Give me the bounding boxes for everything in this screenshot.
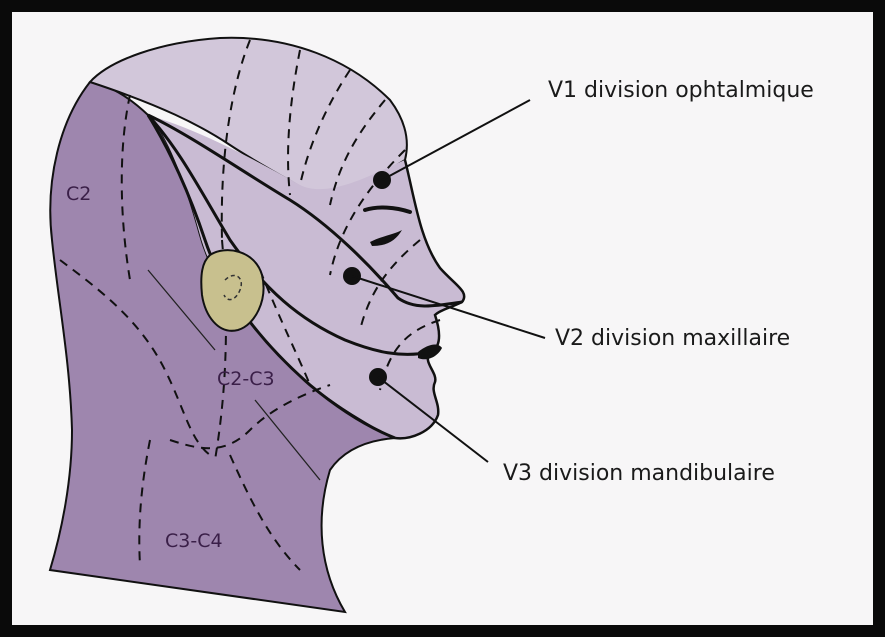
- v2-label: V2 division maxillaire: [555, 326, 790, 351]
- ear: [201, 250, 263, 331]
- zone-c3-c4-label: C3-C4: [165, 530, 223, 552]
- v1-label: V1 division ophtalmique: [548, 78, 814, 103]
- zone-c2-c3-label: C2-C3: [217, 368, 275, 390]
- zone-c2-label: C2: [66, 183, 91, 205]
- v3-label: V3 division mandibulaire: [503, 461, 775, 486]
